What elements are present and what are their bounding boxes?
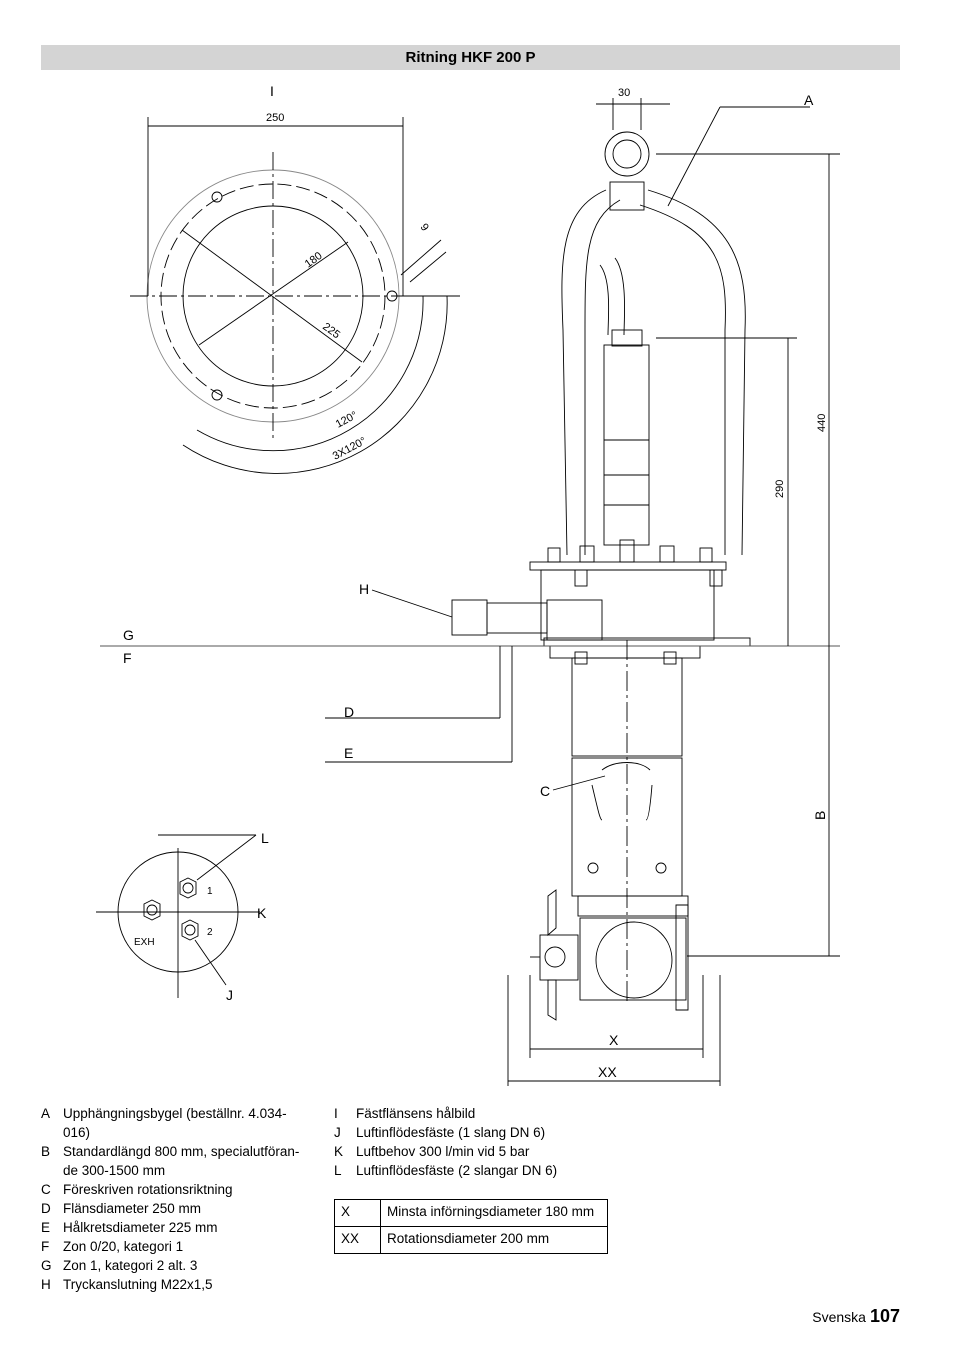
label-X: X xyxy=(609,1032,619,1048)
definitions-table: X Minsta införningsdiameter 180 mm XX Ro… xyxy=(334,1199,608,1254)
dim-225: 225 xyxy=(320,321,342,341)
footer-language: Svenska xyxy=(812,1309,866,1325)
label-L: L xyxy=(261,830,269,846)
dim-180: 180 xyxy=(303,250,325,270)
dim-250: 250 xyxy=(266,112,284,124)
label-K: K xyxy=(257,905,267,921)
table-row: XX Rotationsdiameter 200 mm xyxy=(334,1226,608,1254)
page-title: Ritning HKF 200 P xyxy=(41,45,900,70)
dim-440: 440 xyxy=(816,414,828,432)
flange-hole-pattern xyxy=(130,117,460,474)
label-XX: XX xyxy=(598,1064,617,1080)
port-1-label: 1 xyxy=(207,886,213,897)
label-J: J xyxy=(226,987,233,1003)
label-G: G xyxy=(123,627,134,643)
technical-drawing: I A H G F D E C B L K J X XX 250 180 225… xyxy=(96,83,840,1086)
dim-30: 30 xyxy=(618,87,630,99)
port-2-label: 2 xyxy=(207,927,213,938)
label-I: I xyxy=(270,83,274,99)
definition-key: X xyxy=(334,1199,381,1227)
pump-side-view xyxy=(100,98,840,1086)
page-number: 107 xyxy=(869,1306,900,1326)
label-H: H xyxy=(359,581,369,597)
angle-120: 120° xyxy=(334,409,360,430)
label-A: A xyxy=(804,92,814,108)
angle-3x120: 3X120° xyxy=(331,435,369,463)
label-B: B xyxy=(812,811,828,820)
definition-text: Rotationsdiameter 200 mm xyxy=(380,1226,608,1254)
air-connection-view xyxy=(96,834,260,998)
label-F: F xyxy=(123,650,132,666)
label-D: D xyxy=(344,704,354,720)
exh-label: EXH xyxy=(134,937,155,948)
definition-key: XX xyxy=(334,1226,381,1254)
dim-290: 290 xyxy=(774,480,786,498)
table-row: X Minsta införningsdiameter 180 mm xyxy=(334,1199,608,1227)
definition-text: Minsta införningsdiameter 180 mm xyxy=(380,1199,608,1227)
label-C: C xyxy=(540,783,550,799)
label-E: E xyxy=(344,745,353,761)
dim-9: 9 xyxy=(418,221,431,233)
